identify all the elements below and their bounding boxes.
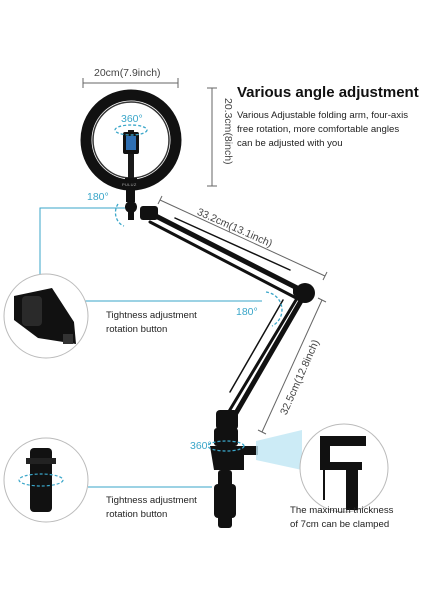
- ring-width-in: (7.9inch): [119, 67, 161, 79]
- rotation-ballhead-label: 180°: [87, 191, 109, 203]
- rotation-arc-ballhead: [114, 203, 125, 227]
- clamp-line2: of 7cm can be clamped: [290, 519, 390, 530]
- clamp-caption: The maximum thickness of 7cm can be clam…: [290, 504, 393, 532]
- ring-height-label: 20.3cm(8inch): [222, 98, 234, 165]
- beam-to-clamp-detail: [256, 430, 302, 470]
- rotation-arc-base: [207, 440, 245, 452]
- feature-description: Various Adjustable folding arm, four-axi…: [237, 110, 408, 149]
- callout-lines: [39, 207, 262, 488]
- brand-label: PULUZ: [122, 182, 137, 187]
- detail-tightness-top: [3, 273, 89, 359]
- ball-head: [125, 188, 137, 220]
- ring-light: [80, 89, 182, 191]
- tightness-bottom-line1: Tightness adjustment: [106, 495, 197, 506]
- tightness-top-line1: Tightness adjustment: [106, 310, 197, 321]
- clamp-base: [210, 428, 258, 528]
- ring-width-cm: 20cm: [94, 67, 120, 79]
- rotation-arcs: [114, 124, 283, 452]
- lower-arm-dimension: [257, 297, 327, 435]
- tightness-bottom-line2: rotation button: [106, 509, 168, 520]
- rotation-elbow-label: 180°: [236, 306, 258, 318]
- detail-clamp: [299, 423, 389, 513]
- tightness-top-line2: rotation button: [106, 324, 168, 335]
- folding-arm: [141, 207, 308, 423]
- rotation-arc-elbow: [265, 291, 283, 327]
- upper-arm-dimension: [157, 195, 328, 281]
- ring-width-dimension: [82, 78, 179, 88]
- detail-tightness-bottom: [3, 437, 89, 523]
- tightness-top-caption: Tightness adjustment rotation button: [106, 309, 197, 337]
- rotation-phone-label: 360°: [121, 113, 143, 125]
- arm-joints: [140, 206, 315, 430]
- ring-height-dimension: [207, 87, 217, 187]
- ring-width-label: 20cm(7.9inch): [94, 67, 161, 79]
- page-title: Various angle adjustment: [237, 84, 419, 101]
- rotation-base-label: 360°: [190, 440, 212, 452]
- tightness-bottom-caption: Tightness adjustment rotation button: [106, 494, 197, 522]
- clamp-line1: The maximum thickness: [290, 505, 394, 516]
- ring-height-cm: 20.3cm: [222, 98, 234, 133]
- rotation-arc-phone: [114, 124, 148, 136]
- ring-height-in: (8inch): [222, 132, 234, 165]
